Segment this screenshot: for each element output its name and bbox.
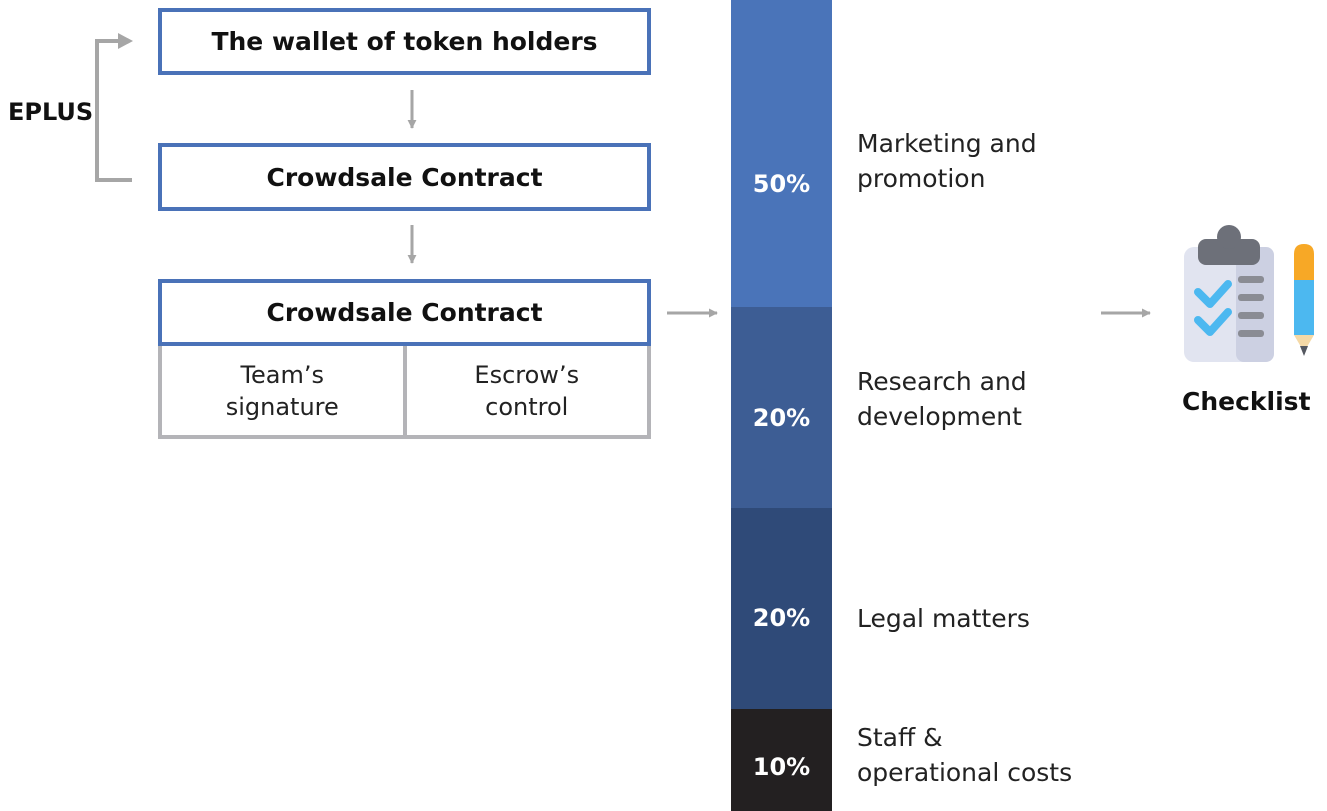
label-staff: Staff & operational costs <box>857 720 1072 790</box>
label-research-line2: development <box>857 402 1022 431</box>
escrow-control-cell: Escrow’s control <box>402 346 648 435</box>
wallet-box: The wallet of token holders <box>158 8 651 75</box>
wallet-box-label: The wallet of token holders <box>211 27 598 56</box>
label-research: Research and development <box>857 364 1027 434</box>
signature-control-split: Team’s signature Escrow’s control <box>158 346 651 439</box>
crowdsale-contract-box-2: Crowdsale Contract <box>158 279 651 346</box>
segment-marketing: 50% <box>731 0 832 307</box>
team-signature-line1: Team’s <box>240 360 325 389</box>
label-legal-line1: Legal matters <box>857 604 1030 633</box>
bracket-arrow-head <box>118 33 133 49</box>
percent-research: 20% <box>752 403 811 432</box>
label-research-line1: Research and <box>857 367 1027 396</box>
eplus-label: EPLUS <box>8 98 94 126</box>
percent-staff: 10% <box>752 753 811 781</box>
segment-legal: 20% <box>731 508 832 709</box>
escrow-control-line2: control <box>485 392 569 421</box>
clipboard-checklist-icon <box>1184 225 1314 362</box>
escrow-control-line1: Escrow’s <box>474 360 580 389</box>
team-signature-line2: signature <box>225 392 339 421</box>
percent-marketing: 50% <box>752 169 811 198</box>
crowdsale-contract-label-1: Crowdsale Contract <box>266 162 543 192</box>
label-marketing: Marketing and promotion <box>857 126 1037 196</box>
label-staff-line2: operational costs <box>857 758 1073 787</box>
segment-research: 20% <box>731 307 832 508</box>
label-staff-line1: Staff & <box>857 723 943 752</box>
percent-legal: 20% <box>752 603 811 632</box>
segment-staff: 10% <box>731 709 832 811</box>
crowdsale-contract-label-2: Crowdsale Contract <box>266 298 543 327</box>
crowdsale-contract-box-1: Crowdsale Contract <box>158 143 651 211</box>
checklist-label: Checklist <box>1182 387 1311 416</box>
team-signature-cell: Team’s signature <box>162 346 403 435</box>
label-legal: Legal matters <box>857 601 1030 636</box>
label-marketing-line2: promotion <box>857 164 986 193</box>
label-marketing-line1: Marketing and <box>857 129 1037 158</box>
eplus-bracket <box>95 39 132 182</box>
